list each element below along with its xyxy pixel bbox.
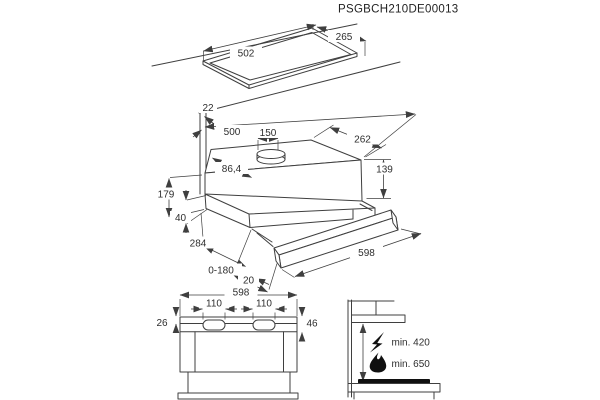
hob-surface: [358, 379, 430, 384]
dim-110-left-label: 110: [206, 299, 222, 310]
dim-26: 26: [151, 306, 180, 334]
dim-150-label: 150: [260, 128, 277, 139]
counter-edge-lines: [151, 23, 401, 114]
dim-86-4-label: 86,4: [222, 164, 242, 175]
dim-262: 262: [313, 124, 387, 158]
dim-502-label: 502: [238, 49, 255, 60]
dim-0-180: 0-180: [200, 229, 278, 293]
handle-slot-left: [202, 319, 226, 331]
slide-rails: [251, 228, 274, 247]
isometric-view: 22 500 150 86,4 262: [150, 101, 422, 293]
base-plate: [177, 392, 299, 400]
dim-500: 500: [204, 111, 417, 158]
dim-284-label: 284: [190, 239, 207, 250]
dim-40: 40: [170, 190, 208, 233]
dim-598-iso-label: 598: [358, 248, 375, 259]
dim-262-label: 262: [354, 135, 371, 146]
front-outline: [177, 316, 299, 400]
dim-110-right-label: 110: [256, 299, 272, 310]
dim-110-right: 110: [241, 296, 287, 320]
handle-slot-right: [252, 319, 276, 331]
dim-598-front-label: 598: [233, 288, 250, 299]
counter-top: [347, 383, 441, 393]
dim-0-180-label: 0-180: [208, 266, 234, 277]
dim-265-label: 265: [336, 32, 353, 43]
dim-86-4: 86,4: [212, 157, 252, 178]
dim-502: 502: [203, 23, 317, 61]
dim-20-label: 20: [243, 276, 255, 287]
dim-150: 150: [252, 126, 283, 150]
duct-outlet: [256, 149, 286, 165]
pedestal-box: [187, 371, 291, 394]
dim-26-label: 26: [156, 318, 168, 329]
gas-clearance-label: min. 650: [392, 359, 431, 370]
dim-598-front: 598: [179, 285, 298, 316]
dim-40-label: 40: [175, 213, 187, 224]
hood-pictogram: [351, 314, 406, 323]
dim-139: 139: [364, 159, 400, 199]
dim-265: 265: [316, 26, 367, 56]
telescopic-visor: [273, 209, 399, 269]
front-view: 598 110 110 26 46: [151, 285, 323, 400]
electric-clearance-label: min. 420: [392, 338, 431, 349]
dim-284: 284: [182, 212, 246, 267]
dim-20: 20: [238, 273, 270, 287]
lightning-icon: [370, 332, 384, 353]
page-title: PSGBCH210DE00013: [338, 4, 459, 16]
dim-22: 22: [192, 101, 217, 139]
dim-110-left: 110: [191, 296, 237, 320]
flame-icon: [369, 352, 387, 373]
dim-46: 46: [298, 306, 323, 342]
lower-chassis: [204, 193, 376, 228]
dim-46-label: 46: [306, 319, 318, 330]
clearance-view: min. 420 min. 650: [347, 299, 441, 400]
dim-598-iso: 598: [281, 228, 422, 278]
top-view: 502 265: [151, 23, 401, 114]
dim-22-label: 22: [202, 103, 214, 114]
dim-179-label: 179: [158, 190, 175, 201]
dim-500-label: 500: [224, 127, 241, 138]
dim-139-label: 139: [376, 165, 393, 176]
